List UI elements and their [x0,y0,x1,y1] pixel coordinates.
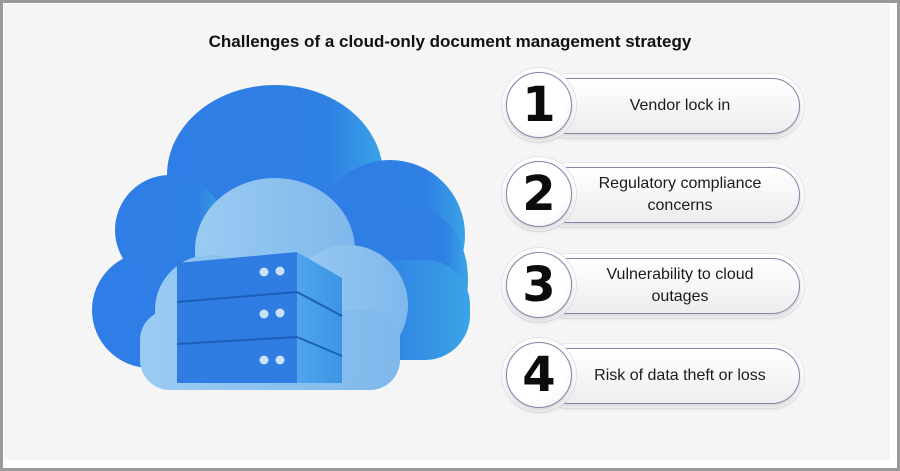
challenge-item-3: Vulnerability to cloud outages 3 [500,250,805,322]
challenge-pill: Vendor lock in [540,78,800,134]
cloud-server-icon [92,85,470,390]
challenge-item-4: Risk of data theft or loss 4 [500,340,805,412]
challenge-number-badge: 4 [506,342,572,408]
challenge-text: Risk of data theft or loss [594,367,766,384]
challenge-number-badge: 3 [506,252,572,318]
challenge-number-badge: 1 [506,72,572,138]
challenge-text: Regulatory compliance concerns [598,175,762,214]
cloud-server-illustration [80,80,480,410]
challenge-pill: Regulatory compliance concerns [540,167,800,223]
challenge-text: Vendor lock in [629,97,731,114]
challenge-text: Vulnerability to cloud outages [606,266,754,305]
challenge-pill: Risk of data theft or loss [540,348,800,404]
challenge-item-2: Regulatory compliance concerns 2 [500,159,805,231]
challenge-number-badge: 2 [506,161,572,227]
challenge-pill: Vulnerability to cloud outages [540,258,800,314]
infographic-title: Challenges of a cloud-only document mana… [208,32,692,51]
challenge-item-1: Vendor lock in 1 [500,70,805,142]
